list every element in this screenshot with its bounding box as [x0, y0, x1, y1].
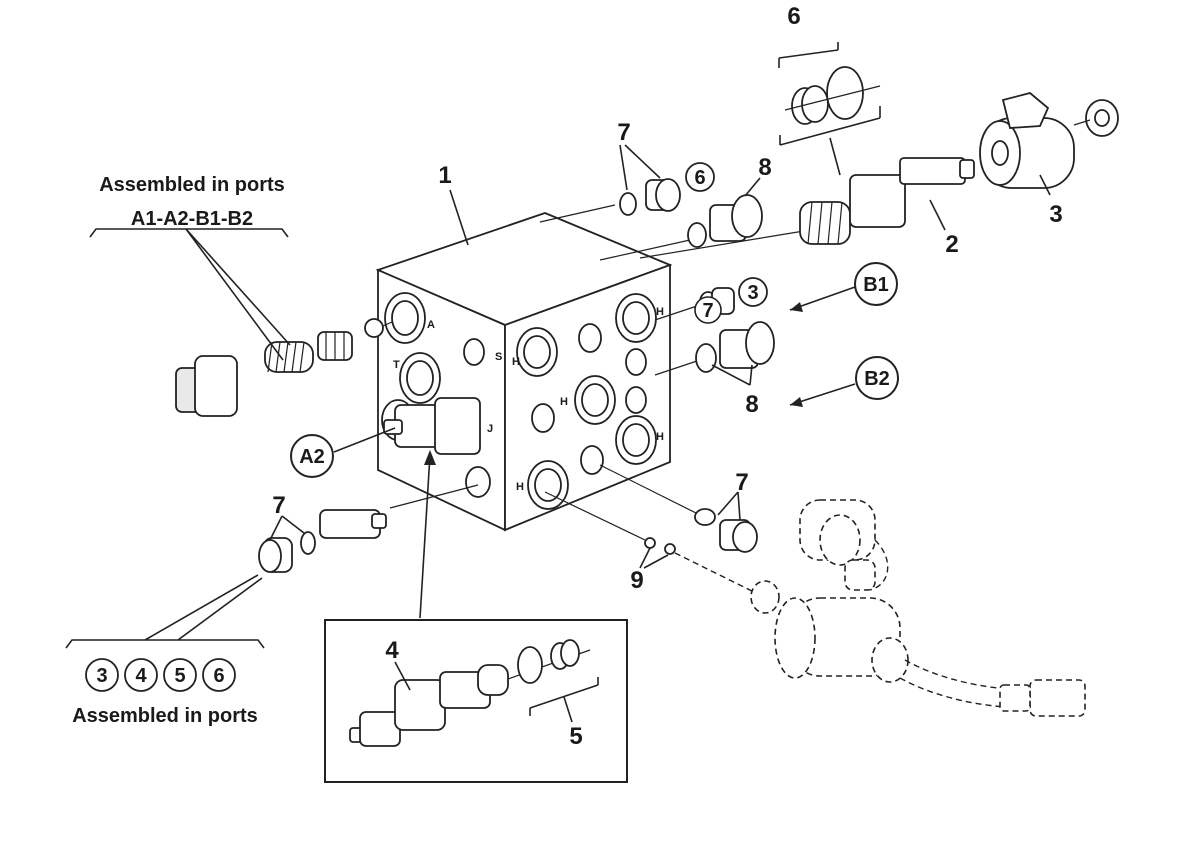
- circled-ref-6-top: 6: [685, 162, 715, 192]
- svg-text:S: S: [495, 351, 502, 363]
- part-number-6-top: 6: [787, 3, 800, 30]
- valve-block: A T S J H H H H H: [375, 212, 673, 532]
- svg-text:3: 3: [96, 665, 107, 687]
- svg-text:3: 3: [747, 282, 758, 304]
- top-caption-line2: A1-A2-B1-B2: [131, 208, 253, 230]
- part-number-2: 2: [945, 231, 958, 258]
- inset-detail-box: [324, 619, 628, 783]
- part-number-5: 5: [569, 723, 582, 750]
- right-plugs: [544, 287, 775, 555]
- part-number-7-top: 7: [617, 119, 630, 146]
- part-number-3: 3: [1049, 201, 1062, 228]
- check-valve-assembly: [175, 318, 393, 417]
- part-number-1: 1: [438, 162, 451, 189]
- circled-ref-6-bottom: 6: [202, 658, 236, 692]
- part-number-7-right: 7: [735, 469, 748, 496]
- svg-text:5: 5: [174, 665, 185, 687]
- circled-ref-3-right: 3: [738, 277, 768, 307]
- top-caption-line1: Assembled in ports: [99, 174, 285, 196]
- port-label-b1: B1: [854, 262, 898, 306]
- part-number-9: 9: [630, 567, 643, 594]
- left-bottom-plug: [258, 484, 479, 573]
- circled-ref-7-right: 7: [694, 296, 722, 324]
- svg-text:H: H: [560, 396, 568, 408]
- leader-lines: [65, 144, 1051, 691]
- top-plugs: [539, 178, 763, 261]
- bottom-caption: Assembled in ports: [72, 705, 258, 727]
- solenoid-cartridge: [639, 157, 975, 259]
- svg-text:H: H: [512, 356, 520, 368]
- svg-text:B1: B1: [863, 274, 889, 296]
- seal-kit-top: [778, 42, 881, 176]
- svg-text:H: H: [656, 306, 664, 318]
- part-number-7-left: 7: [272, 492, 285, 519]
- svg-text:T: T: [393, 359, 400, 371]
- svg-text:6: 6: [694, 167, 705, 189]
- circled-ref-4-bottom: 4: [124, 658, 158, 692]
- part-number-4: 4: [385, 637, 399, 664]
- part-number-8-mid: 8: [745, 391, 758, 418]
- svg-text:A2: A2: [299, 446, 325, 468]
- svg-text:4: 4: [135, 665, 147, 687]
- circled-ref-5-bottom: 5: [163, 658, 197, 692]
- svg-text:7: 7: [702, 300, 713, 322]
- svg-text:6: 6: [213, 665, 224, 687]
- optional-electrical-actuator: [674, 499, 1086, 717]
- svg-text:J: J: [487, 423, 493, 435]
- port-label-b2: B2: [855, 356, 899, 400]
- svg-text:H: H: [516, 481, 524, 493]
- svg-text:B2: B2: [864, 368, 890, 390]
- svg-text:H: H: [656, 431, 664, 443]
- port-label-a2: A2: [290, 434, 334, 478]
- svg-text:A: A: [427, 319, 435, 331]
- circled-ref-3-bottom: 3: [85, 658, 119, 692]
- solenoid-coil: [979, 92, 1119, 189]
- part-number-8-top: 8: [758, 154, 771, 181]
